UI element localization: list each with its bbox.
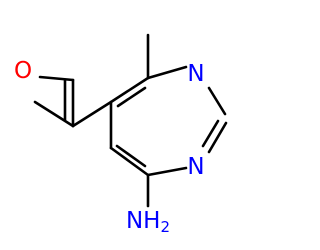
bonds [33, 33, 228, 208]
bond-c5-acetyl [71, 100, 113, 128]
bond-o-link [38, 75, 75, 82]
bond-c4-c5 [109, 146, 150, 177]
bond-acetyl-methyl [33, 100, 75, 128]
bond-c5-c6-double [116, 86, 147, 108]
amino-label: NH2 [126, 208, 170, 236]
bond-c5-c6-connect [109, 76, 150, 104]
oxygen-label: O [14, 58, 32, 84]
bond-c2-n3-double [201, 119, 220, 148]
nitrogen-label-n1: N [187, 61, 204, 87]
atom-labels: O N N NH2 [14, 58, 205, 236]
nitrogen-label-n3: N [187, 154, 204, 180]
bond-n1-c2 [207, 86, 227, 116]
amino-label-main: NH [126, 208, 161, 234]
amino-label-subscript: 2 [160, 218, 170, 236]
bond-c4-c5-double [115, 144, 147, 168]
bond-c2-n3 [207, 121, 228, 154]
chemical-structure: O N N NH2 [14, 33, 228, 236]
bond-n3-c4 [146, 166, 188, 177]
bond-c6-n1 [146, 65, 188, 80]
